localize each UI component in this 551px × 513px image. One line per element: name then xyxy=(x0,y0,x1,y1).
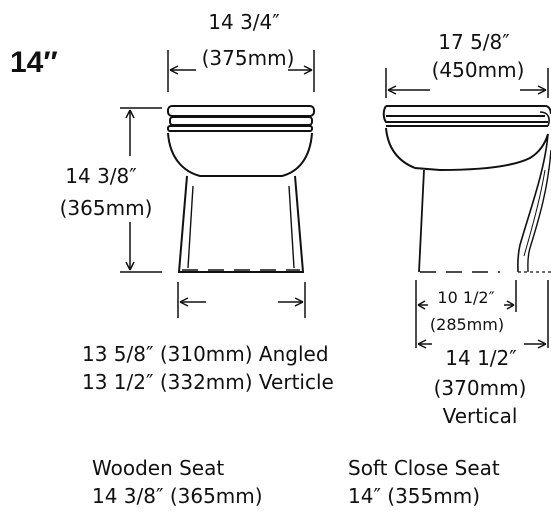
side-depth-in: 17 5/8″ xyxy=(438,30,510,54)
front-height-mm: (365mm) xyxy=(59,196,153,220)
side-vertical-word: Vertical xyxy=(442,404,518,428)
side-view-toilet xyxy=(382,105,551,273)
front-height-in: 14 3/8″ xyxy=(65,164,137,188)
front-top-width-mm: (375mm) xyxy=(201,46,295,70)
front-base-dimension xyxy=(177,282,306,318)
front-base-vertical: 13 1/2″ (332mm) Verticle xyxy=(82,370,334,394)
front-base-angled: 13 5/8″ (310mm) Angled xyxy=(82,342,329,366)
front-top-width-dimension xyxy=(167,50,315,92)
side-vertical-in: 14 1/2″ xyxy=(445,346,517,370)
soft-close-seat-label: Soft Close Seat xyxy=(348,456,500,480)
side-vertical-mm: (370mm) xyxy=(433,376,527,400)
front-view-toilet xyxy=(167,105,315,273)
side-depth-mm: (450mm) xyxy=(431,58,525,82)
side-vertical-dimension xyxy=(417,280,549,349)
side-inner-in: 10 1/2″ xyxy=(437,288,495,307)
side-depth-dimension xyxy=(385,68,549,98)
wooden-seat-label: Wooden Seat xyxy=(92,456,225,480)
wooden-seat-value: 14 3/8″ (365mm) xyxy=(92,484,263,508)
model-label: 14″ xyxy=(10,46,58,79)
front-top-width-in: 14 3/4″ xyxy=(208,10,280,34)
side-inner-mm: (285mm) xyxy=(429,315,505,334)
soft-close-seat-value: 14″ (355mm) xyxy=(348,484,481,508)
side-inner-dimension xyxy=(415,280,517,348)
front-height-dimension xyxy=(120,107,162,273)
